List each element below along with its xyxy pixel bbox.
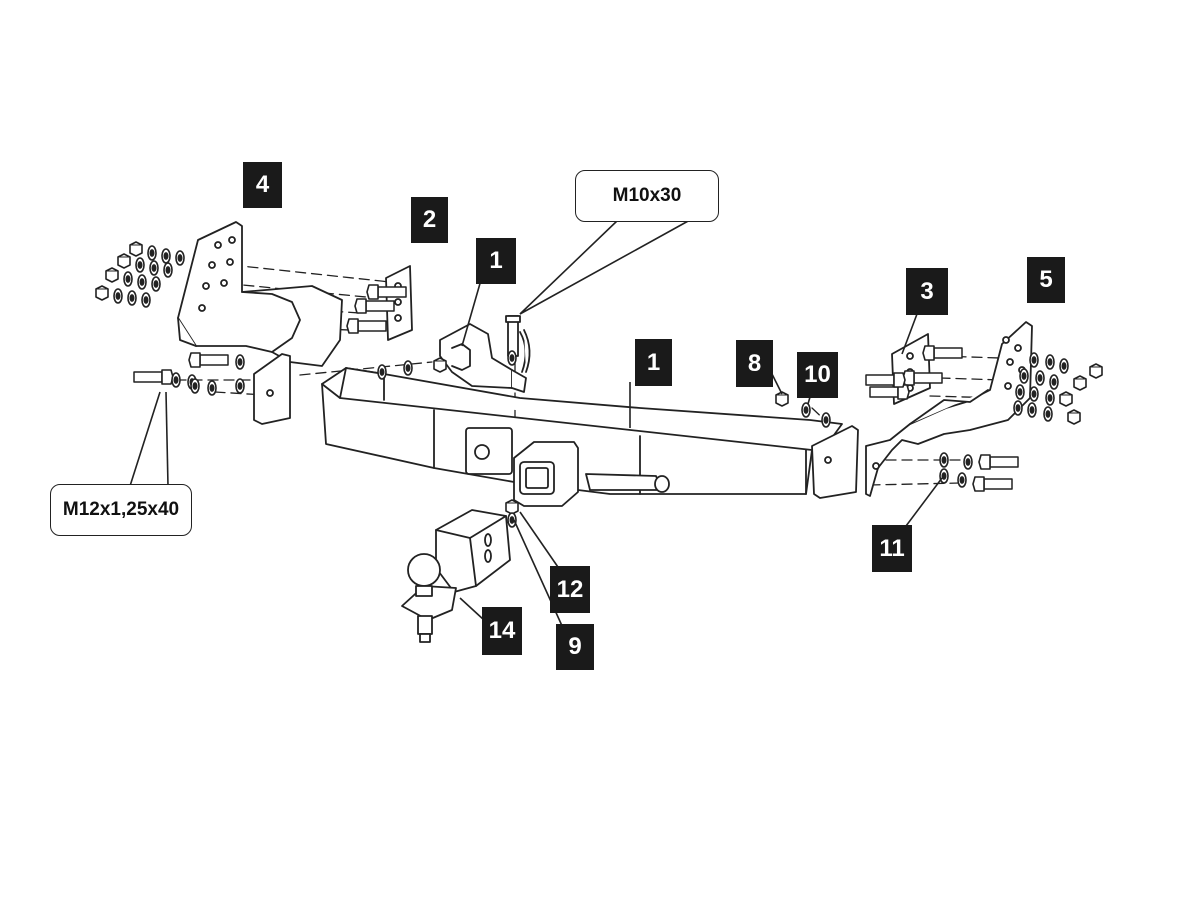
part-label-3: 3 — [906, 268, 948, 315]
bolt-spec-m10x30-text: M10x30 — [612, 185, 682, 206]
part-label-9: 9 — [556, 624, 594, 670]
bolt-spec-m12-callout: M12x1,25x40 — [50, 484, 192, 536]
part-label-8: 8 — [736, 340, 773, 387]
part-label-11: 11 — [872, 525, 912, 572]
part-label-1-socket: 1 — [476, 238, 516, 284]
part-label-2: 2 — [411, 197, 448, 243]
part-label-1-bar: 1 — [635, 339, 672, 386]
part-label-10: 10 — [797, 352, 838, 398]
part-label-12: 12 — [550, 566, 590, 613]
part-label-4: 4 — [243, 162, 282, 208]
bolt-spec-m10x30-callout: M10x30 — [575, 170, 719, 222]
part-label-14: 14 — [482, 607, 522, 655]
part-label-5: 5 — [1027, 257, 1065, 303]
bolt-spec-m12-text: M12x1,25x40 — [62, 499, 180, 520]
